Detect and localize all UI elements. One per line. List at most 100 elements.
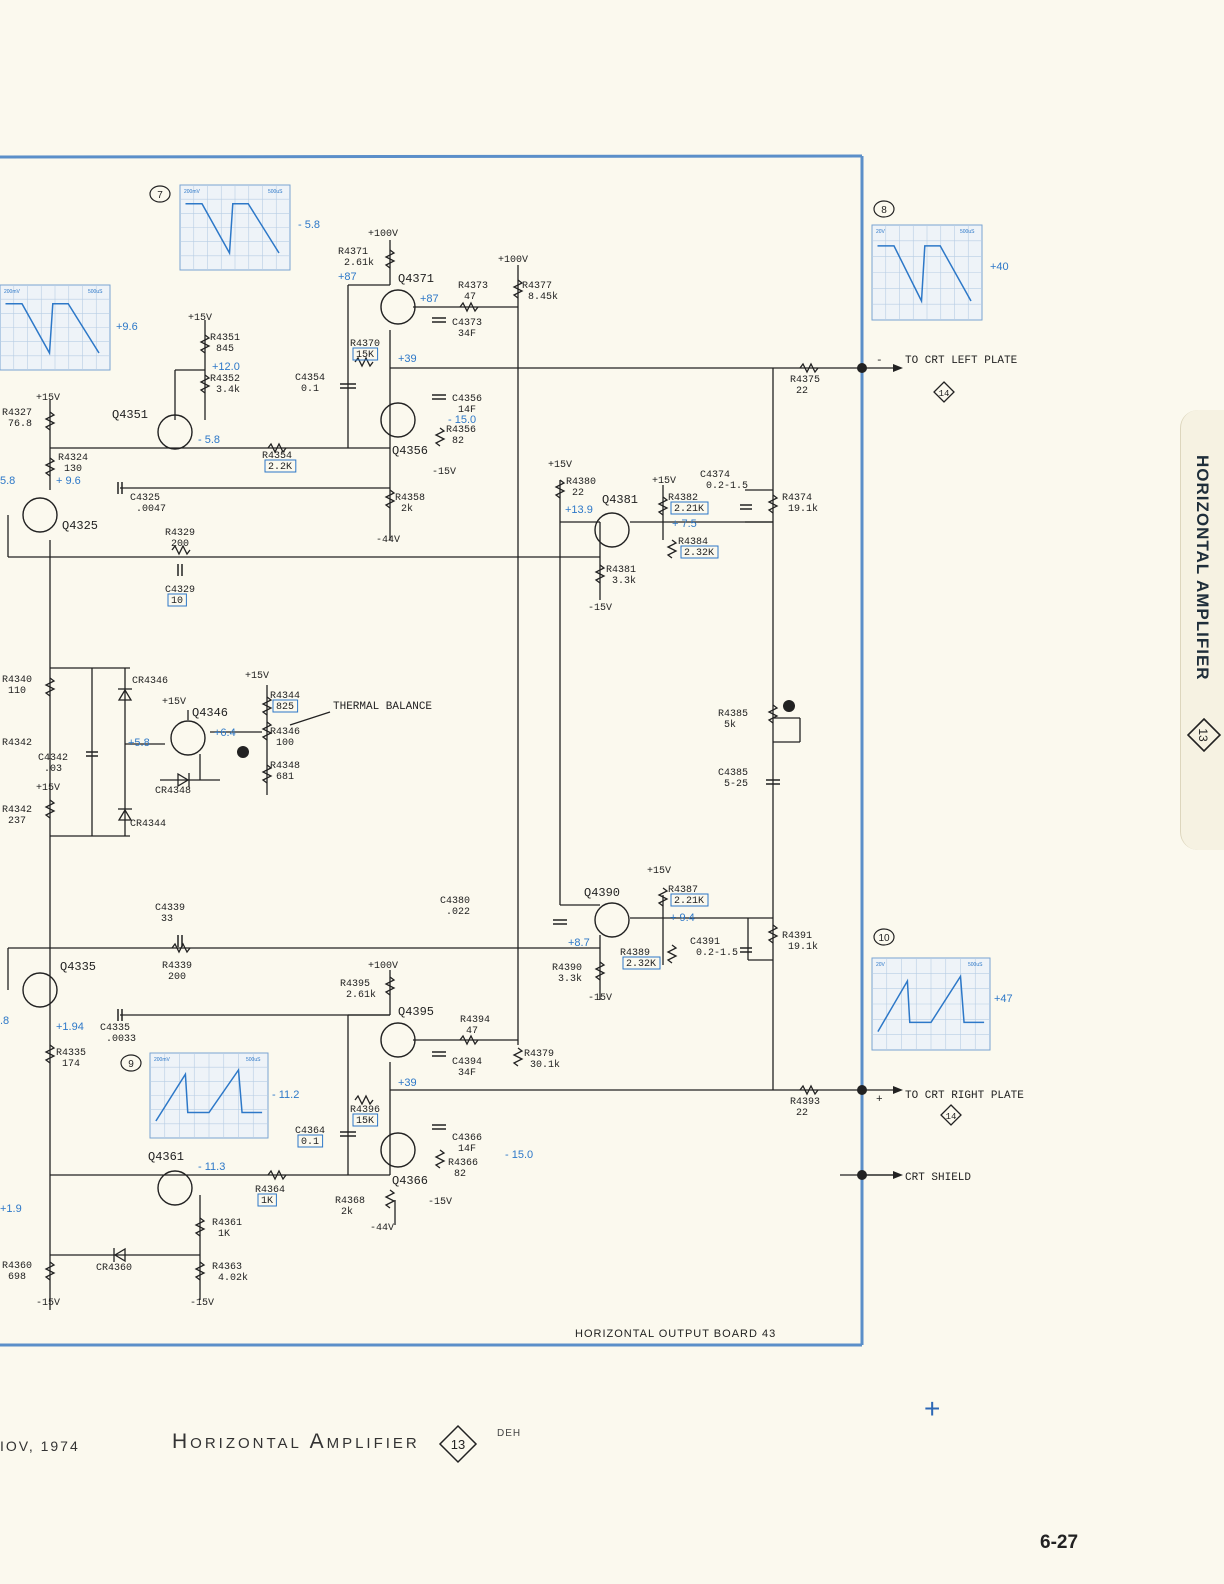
component-r4387-ref: R4387	[668, 885, 698, 896]
side-tab-title: HORIZONTAL AMPLIFIER	[1193, 455, 1212, 681]
component-r4380-ref: R4380	[566, 477, 596, 488]
transistor-q4356: Q4356	[392, 444, 428, 458]
component-r4380-value: 22	[572, 488, 584, 499]
component-r4344-ref: R4344	[270, 691, 300, 702]
voltage-reading: - 15.0	[505, 1149, 533, 1161]
component-r4391-value: 19.1k	[788, 941, 818, 953]
supply-label: -44V	[370, 1223, 394, 1234]
component-c4354-value: 0.1	[301, 384, 319, 395]
component-value-box	[167, 593, 187, 607]
side-tab[interactable]	[1180, 410, 1224, 850]
component-c4335-value: .0033	[106, 1034, 136, 1045]
component-c4356-ref: C4356	[452, 394, 482, 405]
output-right-label: TO CRT RIGHT PLATE	[905, 1090, 1024, 1102]
transistor-q4325: Q4325	[62, 519, 98, 533]
supply-label: +15V	[188, 313, 212, 324]
resistors	[44, 249, 819, 1281]
component-r4327-value: 76.8	[8, 419, 32, 430]
waveform-header-left: 200mV	[4, 289, 21, 295]
transistor-q4381: Q4381	[602, 493, 638, 507]
waveform-badge-number: 8	[881, 205, 887, 216]
component-r4348-value: 681	[276, 772, 294, 783]
component-c4364-ref: C4364	[295, 1126, 325, 1137]
component-cr4346-ref: CR4346	[132, 676, 168, 687]
component-r4390-ref: R4390	[552, 963, 582, 974]
component-r4364-ref: R4364	[255, 1185, 285, 1196]
waveform-trace	[185, 202, 280, 256]
component-r4375-value: 22	[796, 386, 808, 397]
transistor-q4395: Q4395	[398, 1005, 434, 1019]
waveform-trace	[5, 302, 100, 356]
component-value-box	[257, 1193, 277, 1207]
waveform-voltage: - 5.8	[298, 219, 320, 231]
voltage-reading: +87	[420, 293, 439, 305]
component-r4374-value: 19.1k	[788, 503, 818, 515]
component-c4385-ref: C4385	[718, 768, 748, 779]
waveform-header-right: 500uS	[268, 189, 283, 195]
component-r4342-ref: R4342	[2, 738, 32, 749]
component-r4384-value: 2.32K	[684, 548, 714, 559]
capacitors	[86, 317, 780, 1137]
supply-label: +15V	[36, 783, 60, 794]
component-r4363-ref: R4363	[212, 1262, 242, 1273]
component-c4329-ref: C4329	[165, 585, 195, 596]
component-r4361-value: 1K	[218, 1229, 230, 1240]
component-value-box	[297, 1134, 324, 1148]
side-tab-number: 13	[1196, 728, 1210, 742]
output-crt-shield: CRT SHIELD	[905, 1172, 971, 1184]
waveform-header-right: 500uS	[968, 962, 983, 968]
component-r4393-ref: R4393	[790, 1097, 820, 1108]
output-right-sign: +	[876, 1094, 883, 1106]
component-r4352-ref: R4352	[210, 374, 240, 385]
component-r4385-value: 5k	[724, 719, 736, 731]
supply-label: -15V	[428, 1197, 452, 1208]
component-r4356-ref: R4356	[446, 425, 476, 436]
component-r4364-value: 1K	[261, 1196, 273, 1207]
registration-mark: +	[924, 1393, 941, 1424]
component-c4394-value: 34F	[458, 1068, 476, 1079]
component-c4354-ref: C4354	[295, 373, 325, 384]
component-r4335-ref: R4335	[56, 1048, 86, 1059]
component-c4385-value: 5-25	[724, 779, 748, 790]
component-r4358-value: 2k	[401, 503, 413, 515]
component-r4370-ref: R4370	[350, 339, 380, 350]
component-r4360-value: 698	[8, 1272, 26, 1283]
component-labels: R43712.61kR437347R43778.45kC437334FR4370…	[2, 247, 820, 1284]
component-r4385-ref: R4385	[718, 709, 748, 720]
component-c4335-ref: C4335	[100, 1023, 130, 1034]
transistor-q4366: Q4366	[392, 1174, 428, 1188]
component-value-box	[264, 459, 297, 473]
component-r4396-ref: R4396	[350, 1105, 380, 1116]
component-r4389-ref: R4389	[620, 948, 650, 959]
board-label: HORIZONTAL OUTPUT BOARD 43	[575, 1328, 776, 1340]
component-r4368-ref: R4368	[335, 1196, 365, 1207]
output-right-number: 14	[946, 1112, 957, 1122]
component-r4396-value: 15K	[356, 1116, 374, 1127]
component-r4374-ref: R4374	[782, 493, 812, 504]
waveform-header-right: 500uS	[960, 229, 975, 235]
component-r4327-ref: R4327	[2, 408, 32, 419]
waveform-trace	[877, 245, 972, 304]
waveform-badge	[120, 1054, 142, 1072]
component-value-box	[352, 1113, 379, 1127]
waveform-voltage: +40	[990, 261, 1009, 273]
waveform-trace	[155, 1067, 263, 1122]
transistor-labels: Q4371Q4351Q4356Q4325Q4381Q4346Q4390Q4335…	[60, 272, 638, 1188]
component-r4363-value: 4.02k	[218, 1272, 248, 1284]
transistor-q4346: Q4346	[192, 706, 228, 720]
component-c4366-value: 14F	[458, 1144, 476, 1155]
voltage-reading: .8	[0, 1015, 9, 1027]
supply-label: -44V	[376, 535, 400, 546]
supply-labels: +100V+100V+100V+15V+15V+15V+15V+15V+15V+…	[36, 229, 676, 1309]
voltage-reading: - 11.3	[198, 1161, 225, 1173]
component-r4391-ref: R4391	[782, 931, 812, 942]
waveform-voltage: +9.6	[116, 321, 138, 333]
supply-label: +15V	[652, 476, 676, 487]
component-r4366-ref: R4366	[448, 1158, 478, 1169]
wiring	[7, 240, 900, 1310]
component-r4375-ref: R4375	[790, 375, 820, 386]
component-r4382-ref: R4382	[668, 493, 698, 504]
